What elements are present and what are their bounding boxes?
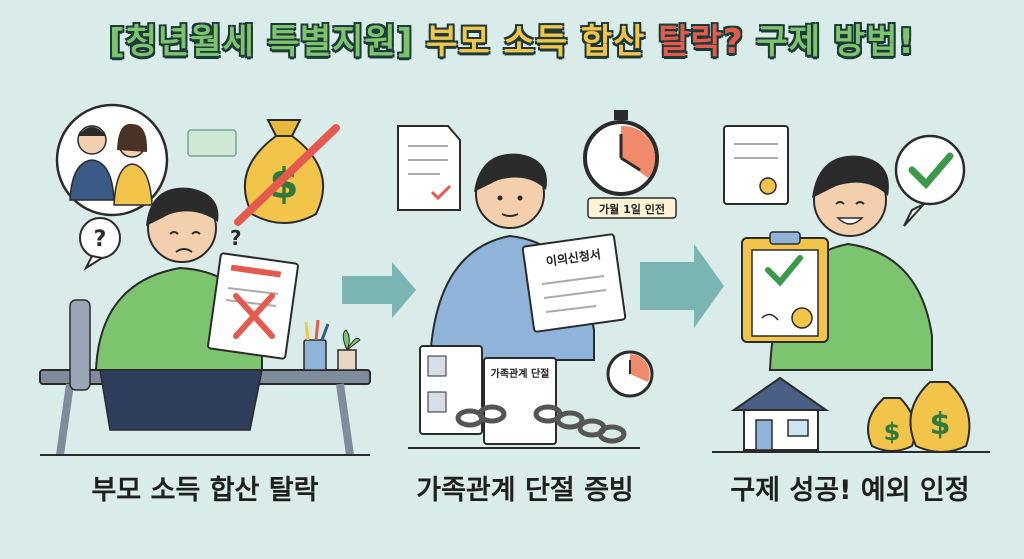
small-stopwatch-icon — [606, 350, 654, 398]
pencil-cup-icon — [303, 339, 327, 371]
deadline-tag-label: 가월 1일 인전 — [599, 202, 665, 216]
parents-icon — [69, 123, 153, 206]
broken-chain-icon — [455, 404, 627, 444]
money-bags-icon: $ $ — [867, 381, 971, 453]
appeal-form-icon — [521, 233, 627, 333]
panel-1-illustration: ? $ ? — [39, 103, 371, 456]
certificate-seal-icon — [723, 125, 789, 205]
panel-3-illustration: $ $ — [723, 125, 971, 453]
panel-1-caption: 부모 소득 합산 탈락 — [91, 475, 319, 506]
plant-icon — [337, 349, 357, 371]
title-part-bracket: [청년월세 특별지원] — [109, 22, 414, 62]
title-part-remedy: 구제 방법! — [743, 22, 915, 62]
panel-3-caption: 구제 성공! 예외 인정 — [730, 475, 970, 506]
svg-text:$: $ — [884, 418, 901, 446]
document-check-icon — [397, 125, 461, 211]
check-bubble-icon — [894, 134, 966, 227]
question-bubble-icon: ? — [79, 217, 121, 271]
rejected-document-icon — [207, 252, 299, 360]
panel-2-caption: 가족관계 단절 증빙 — [416, 475, 634, 506]
arrow-right-large-icon — [640, 244, 724, 328]
id-documents-icon — [419, 345, 483, 435]
stopwatch-icon — [583, 110, 659, 196]
deadline-tag — [587, 197, 677, 219]
svg-text:$: $ — [930, 407, 951, 442]
family-certificate-label: 가족관계 단절 — [491, 367, 550, 380]
page-title: [청년월세 특별지원] 부모 소득 합산 탈락? 구제 방법! — [0, 14, 1024, 63]
title-part-fail: 탈락? — [658, 22, 744, 62]
money-bag-crossed-icon: $ — [234, 119, 340, 226]
title-part-parents: 부모 소득 합산 — [413, 22, 659, 62]
bill-icon — [187, 129, 237, 157]
svg-text:?: ? — [230, 226, 242, 250]
arrow-right-icon — [342, 262, 416, 318]
house-icon — [730, 376, 830, 451]
chair — [69, 299, 91, 391]
approved-clipboard-icon — [741, 231, 829, 343]
family-certificate-icon — [483, 357, 557, 445]
panel-2-illustration: 가월 1일 인전 이의신청서 — [397, 110, 677, 445]
svg-text:?: ? — [94, 227, 107, 252]
